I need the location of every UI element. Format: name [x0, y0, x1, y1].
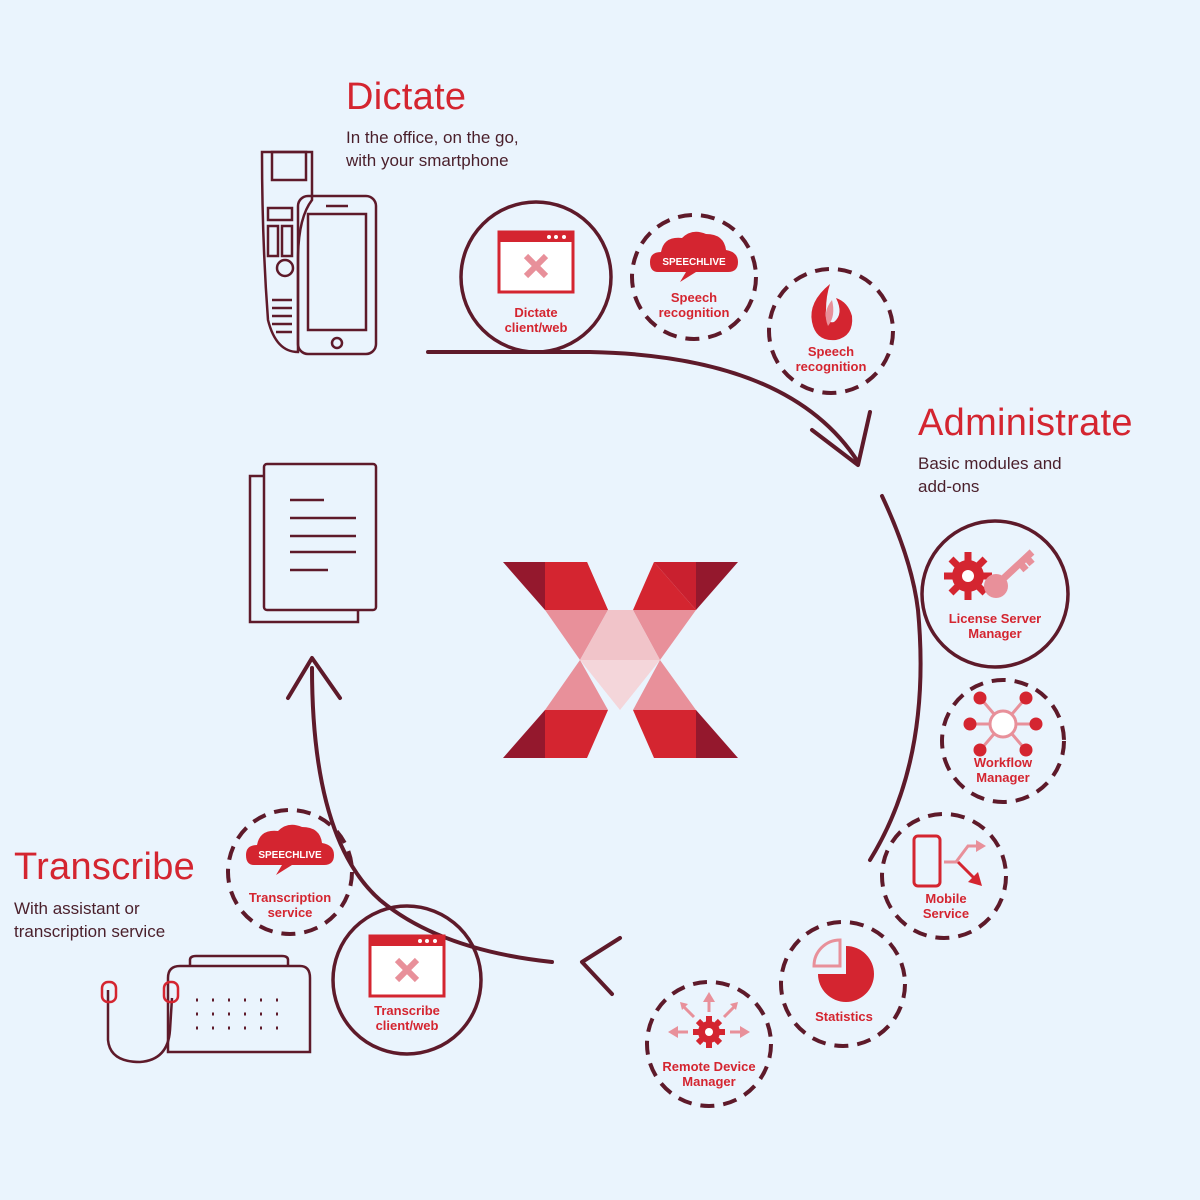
label-line: client/web [504, 320, 568, 335]
section-subtitle-administrate: Basic modules and add-ons [918, 452, 1062, 498]
section-title-transcribe: Transcribe [14, 846, 196, 888]
section-title-dictate: Dictate [346, 76, 467, 118]
label-license-server: License Server Manager [935, 611, 1055, 641]
label-line: Manager [976, 770, 1030, 785]
section-subtitle-transcribe: With assistant or transcription service [14, 897, 165, 943]
label-line: Transcription [248, 890, 332, 905]
remote-gear-arrows-icon [668, 992, 750, 1048]
arrow-transcribe-to-document [310, 666, 554, 964]
module-speechlive-transcription[interactable] [226, 808, 354, 936]
label-mobile-service: Mobile Service [886, 891, 1006, 921]
module-mobile-service[interactable] [880, 812, 1008, 940]
label-line: Remote Device [662, 1059, 756, 1074]
transcription-devices [100, 954, 312, 1064]
subtitle-line: With assistant or [14, 899, 140, 918]
arrow-administrate-side [868, 494, 923, 862]
section-title-administrate: Administrate [918, 402, 1133, 444]
module-dictate-client[interactable] [459, 200, 613, 354]
module-transcribe-client[interactable] [331, 904, 483, 1056]
workflow-network-icon [963, 691, 1043, 757]
subtitle-line: transcription service [14, 922, 166, 941]
label-line: Workflow [973, 755, 1033, 770]
subtitle-line: In the office, on the go, [346, 128, 519, 147]
module-dragon-recognition[interactable] [767, 267, 895, 395]
dictation-devices [260, 150, 378, 356]
cycle-arrows [286, 350, 923, 996]
label-dragon-recognition: Speech recognition [771, 344, 891, 374]
label-transcribe-client: Transcribe client/web [347, 1003, 467, 1033]
label-speechlive-transcription: Transcription service [230, 890, 350, 920]
foot-control-icon [166, 954, 312, 1054]
label-line: service [267, 905, 313, 920]
label-line: Speech [670, 290, 718, 305]
app-window-icon [370, 936, 444, 996]
module-remote-device[interactable] [645, 980, 773, 1108]
label-line: Dictate [514, 305, 558, 320]
label-line: Transcribe [374, 1003, 440, 1018]
mobile-arrows-icon [912, 834, 986, 888]
headphones-icon [100, 980, 180, 1064]
module-speechlive-recognition[interactable] [630, 213, 758, 341]
subtitle-line: with your smartphone [346, 151, 509, 170]
label-line: License Server [948, 611, 1042, 626]
label-workflow: Workflow Manager [943, 755, 1063, 785]
module-workflow[interactable] [940, 678, 1066, 804]
document-icon [248, 462, 378, 624]
label-line: Statistics [815, 1009, 873, 1024]
module-license-server[interactable] [920, 519, 1070, 669]
label-line: recognition [658, 305, 730, 320]
app-window-icon [499, 232, 573, 292]
label-remote-device: Remote Device Manager [649, 1059, 769, 1089]
label-dictate-client: Dictate client/web [476, 305, 596, 335]
smartphone-icon [296, 194, 378, 356]
subtitle-line: Basic modules and [918, 454, 1062, 473]
arrow-dictate-to-administrate [426, 350, 860, 464]
label-line: Service [922, 906, 970, 921]
speechlive-badge: SPEECHLIVE [258, 850, 322, 861]
section-subtitle-dictate: In the office, on the go, with your smar… [346, 126, 519, 172]
arrowhead-transcribe [580, 936, 622, 996]
philips-x-logo [503, 562, 738, 758]
label-line: recognition [795, 359, 867, 374]
gear-key-icon [944, 549, 1035, 600]
pie-chart-icon [812, 938, 874, 1002]
label-speechlive-recognition: Speech recognition [634, 290, 754, 320]
label-statistics: Statistics [784, 1009, 904, 1024]
module-statistics[interactable] [779, 920, 907, 1048]
subtitle-line: add-ons [918, 477, 980, 496]
label-line: Speech [807, 344, 855, 359]
speechlive-badge: SPEECHLIVE [662, 257, 726, 268]
label-line: client/web [375, 1018, 439, 1033]
handheld-recorder-icon [260, 150, 314, 354]
label-line: Mobile [925, 891, 967, 906]
label-line: Manager [968, 626, 1022, 641]
label-line: Manager [682, 1074, 736, 1089]
dragon-flame-icon [811, 284, 853, 341]
